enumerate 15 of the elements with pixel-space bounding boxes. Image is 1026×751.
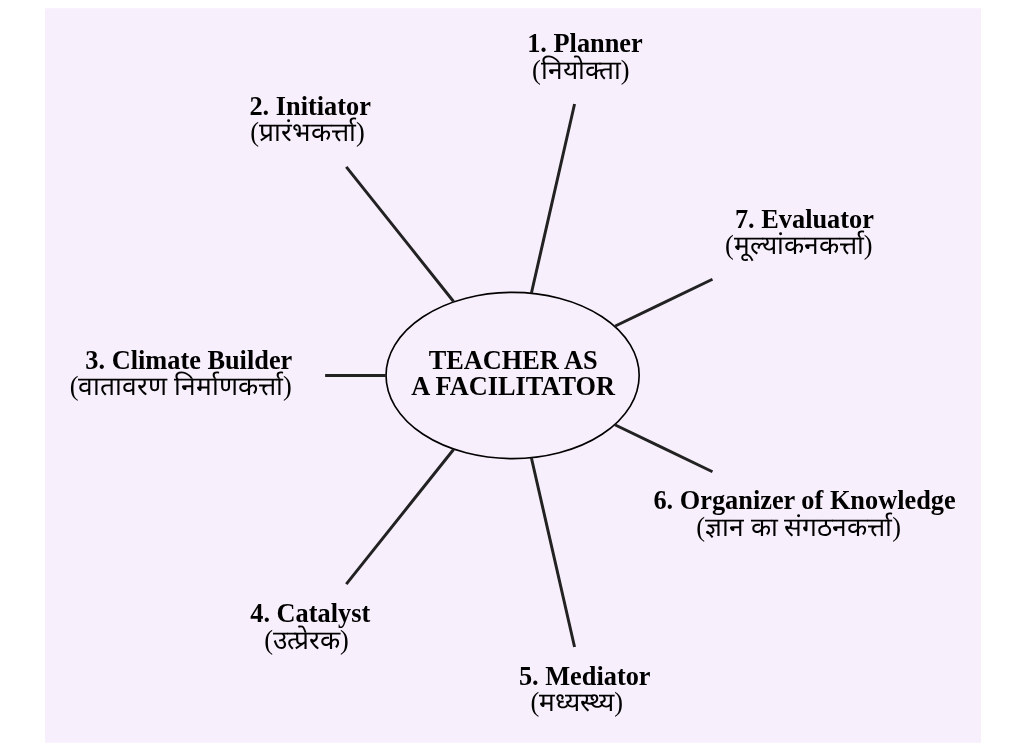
connector: [529, 457, 576, 648]
connector: [614, 423, 714, 474]
connector: [614, 277, 714, 328]
node-text: 3. Climate Builder (वातावरण निर्माणकर्त्ता): [69, 345, 293, 401]
connector: [529, 103, 576, 294]
connector: [345, 448, 455, 585]
node-text: 4. Catalyst (उत्प्रेरक): [250, 599, 371, 655]
node-text: 5. Mediator (मध्यस्थ्य): [518, 661, 651, 718]
node-text: 1. Planner (नियोक्ता): [527, 29, 643, 85]
node-ellipse: TEACHER AS A FACILITATOR: [385, 291, 640, 460]
connector: [345, 166, 455, 303]
node-text: 7. Evaluator (मूल्यांकनकर्त्ता): [725, 204, 874, 261]
node-text: 2. Initiator (प्रारंभकर्त्ता): [249, 91, 371, 148]
connector: [325, 374, 386, 377]
node-text: 6. Organizer of Knowledge (ज्ञान का संगठनकर्त्ता): [653, 486, 956, 542]
